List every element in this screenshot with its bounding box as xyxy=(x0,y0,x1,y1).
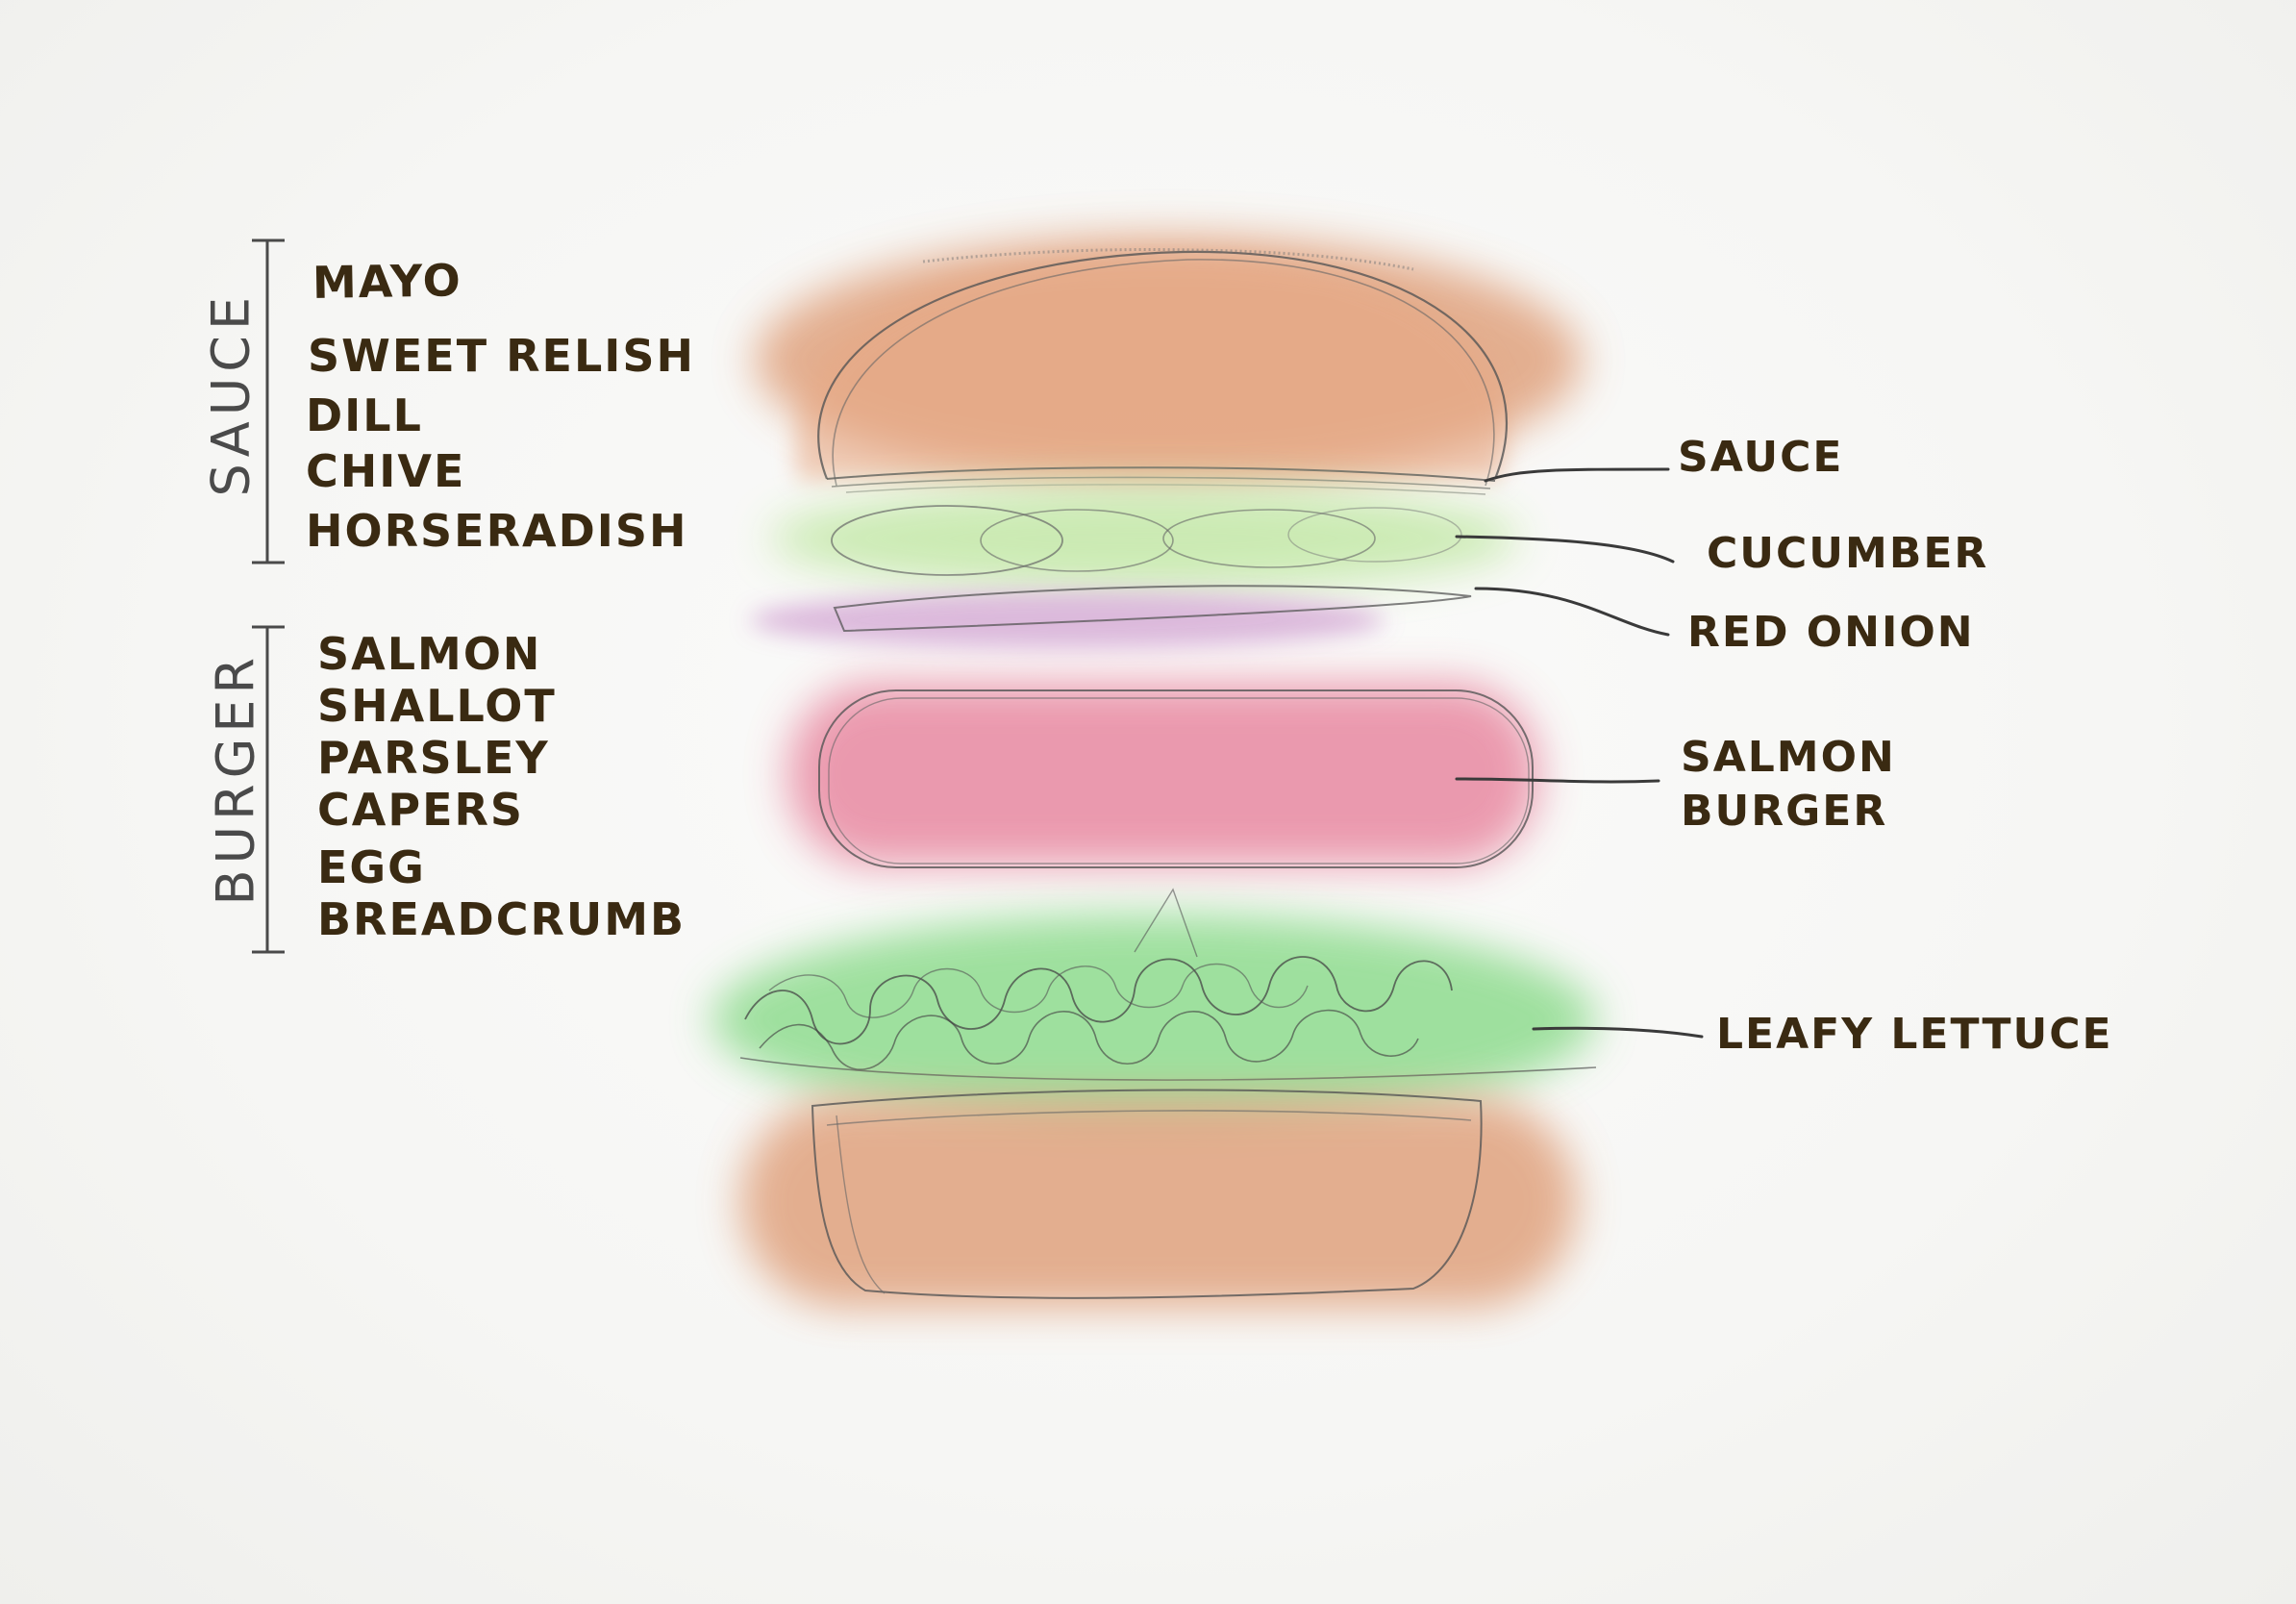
burger-item-shallot: SHALLOT xyxy=(317,680,557,732)
cucumber-wash xyxy=(769,486,1519,591)
bottom-bun-wash xyxy=(740,1096,1577,1308)
leader-leafy-lettuce xyxy=(1532,1026,1704,1039)
bottom-bun-outline xyxy=(811,1089,1483,1299)
salmon-patty xyxy=(788,683,1538,868)
callout-salmon-burger-line1: SALMON xyxy=(1681,733,1896,782)
leader-salmon-burger xyxy=(1455,777,1660,784)
sauce-item-mayo: MAYO xyxy=(312,254,463,309)
burger-group-label: BURGER xyxy=(205,651,266,906)
red-onion-layer xyxy=(750,585,1472,649)
sauce-group-label: SAUCE xyxy=(200,290,262,497)
top-bun xyxy=(755,236,1582,487)
sauce-item-horseradish: HORSERADISH xyxy=(306,505,688,557)
lettuce-layer xyxy=(711,888,1597,1125)
burger-item-parsley: PARSLEY xyxy=(317,732,550,784)
leader-sauce xyxy=(1484,467,1670,483)
sauce-item-dill: DILL xyxy=(306,389,423,441)
bottom-bun xyxy=(740,1089,1577,1308)
sauce-layer xyxy=(826,466,1496,495)
sauce-item-sweet-relish: SWEET RELISH xyxy=(308,330,696,382)
burger-bracket xyxy=(252,625,285,954)
leader-cucumber xyxy=(1455,535,1675,564)
lettuce-scribble xyxy=(744,956,1453,1045)
burger-item-egg: EGG xyxy=(317,841,426,893)
callout-salmon-burger-line2: BURGER xyxy=(1681,787,1888,836)
callout-red-onion: RED ONION xyxy=(1687,608,1975,657)
burger-item-capers: CAPERS xyxy=(317,784,525,836)
leader-red-onion xyxy=(1474,587,1670,637)
sauce-bracket xyxy=(252,238,285,564)
burger-item-salmon: SALMON xyxy=(317,628,542,680)
callout-leafy-lettuce: LEAFY LETTUCE xyxy=(1716,1010,2113,1059)
cucumber-layer xyxy=(769,486,1519,591)
burger-item-breadcrumb: BREADCRUMB xyxy=(317,893,686,945)
callout-sauce: SAUCE xyxy=(1678,433,1844,482)
red-onion-wash xyxy=(750,591,1385,649)
callout-cucumber: CUCUMBER xyxy=(1707,529,1989,578)
lettuce-wash xyxy=(711,914,1596,1125)
top-bun-outline xyxy=(817,250,1508,480)
salmon-patty-wash xyxy=(788,683,1538,865)
sauce-item-chive: CHIVE xyxy=(306,445,466,497)
